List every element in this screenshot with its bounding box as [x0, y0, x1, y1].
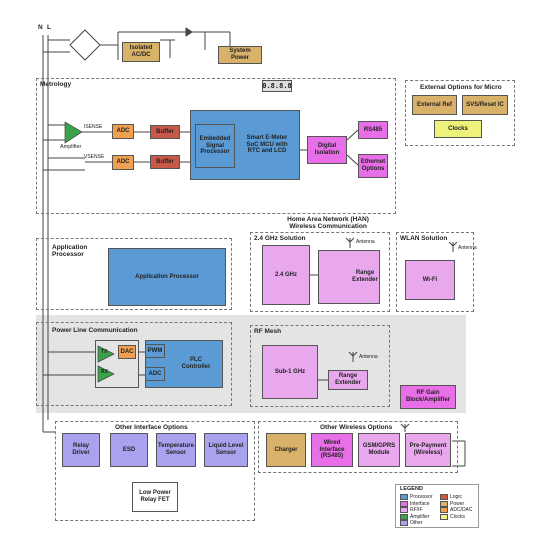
adc-block-1: ADC	[112, 124, 134, 139]
plc-adc-block: ADC	[145, 367, 165, 381]
plc-band	[36, 315, 466, 413]
neutral-label: N	[38, 24, 43, 31]
pwm-block: PWM	[145, 344, 165, 358]
rfmesh-section	[250, 325, 390, 407]
legend-swatch	[440, 494, 448, 500]
legend-label: Processor	[410, 494, 433, 500]
wifi-block: Wi-Fi	[405, 260, 455, 300]
legend-label: Power	[450, 500, 465, 507]
wlan-title: WLAN Solution	[400, 235, 448, 242]
buffer-block-1: Buffer	[150, 125, 180, 139]
adc-block-2: ADC	[112, 155, 134, 170]
plc-amp-group	[95, 340, 139, 388]
legend-item-logic: Logic	[440, 494, 462, 500]
gsm-gprs-module-block: GSM/GPRS Module	[358, 433, 400, 467]
legend-item-power: Power	[440, 500, 465, 507]
plc-controller-label: PLC Controller	[181, 357, 211, 370]
application-processor-block: Application Processor	[108, 248, 226, 306]
line-label: L	[47, 24, 51, 31]
tx-label: TX	[101, 349, 108, 355]
embedded-signal-processor-block: Embedded Signal Processor	[195, 124, 235, 168]
rfmesh-antenna-label: Antenna	[359, 354, 378, 360]
temperature-sensor-block: Temperature Sensor	[156, 433, 196, 467]
other-interface-title: Other Interface Options	[115, 424, 188, 431]
pre-payment-block: Pre-Payment (Wireless)	[405, 433, 451, 467]
digital-isolation-block: Digital Isolation	[307, 136, 347, 164]
han-title: Home Area Network (HAN) Wireless Communi…	[287, 216, 369, 231]
ghz24-section	[250, 232, 390, 312]
legend-swatch	[400, 494, 408, 500]
plc-title: Power Line Communication	[52, 327, 138, 334]
ghz24-title: 2.4 GHz Solution	[254, 235, 306, 242]
clocks-block: Clocks	[434, 120, 482, 138]
ghz24-antenna-label: Antenna	[356, 239, 375, 245]
low-power-relay-fet-block: Low Power Relay FET	[132, 482, 178, 512]
plc-section	[36, 322, 232, 406]
wlan-antenna-label: Antenna	[458, 245, 477, 251]
other-wireless-title: Other Wireless Options	[320, 424, 393, 431]
legend-swatch	[400, 500, 408, 507]
legend-label: Logic	[450, 494, 462, 500]
plc-dac-block: DAC	[118, 345, 136, 359]
legend-swatch	[400, 507, 408, 513]
amplifier-triangle	[64, 121, 83, 144]
legend-item-amplifier: Amplifier	[400, 513, 430, 520]
legend-label: Clocks	[450, 513, 466, 520]
metrology-title: Metrology	[40, 81, 72, 88]
legend-swatch	[400, 520, 408, 526]
legend-item-other: Other	[400, 520, 423, 526]
other-wireless-section	[258, 421, 458, 473]
vsense-label: VSENSE	[84, 154, 105, 160]
legend-item-clocks: Clocks	[440, 513, 466, 520]
rx-label: RX	[101, 369, 108, 375]
other-interface-section	[55, 421, 255, 521]
ethernet-options-block: Ethernet Options	[358, 154, 388, 178]
legend-label: Amplifier	[410, 513, 430, 520]
mcu-label: Smart E-Meter SoC MCU with RTC and LCD	[246, 134, 288, 155]
legend-box	[395, 484, 479, 528]
external-options-title: External Options for Micro	[420, 84, 502, 91]
legend-swatch	[440, 500, 448, 507]
ghz24-range-label: Range Extender	[352, 270, 378, 283]
legend-label: RF/IF	[410, 507, 423, 513]
legend-swatch	[400, 513, 408, 520]
legend-item-processor: Processor	[400, 494, 433, 500]
ghz24-range-extender-block: Range Extender	[318, 250, 380, 304]
external-options-section	[405, 80, 515, 146]
sub1ghz-block: Sub-1 GHz	[262, 345, 318, 399]
isolated-acdc-block: Isolated AC/DC	[122, 42, 160, 62]
lcd-display: 0.8.8.8	[262, 80, 292, 92]
rf-gain-block: RF Gain Block/Amplifier	[400, 385, 456, 409]
wired-interface-rs485-block: Wired Interface (RS485)	[311, 433, 353, 467]
legend-label: Interface	[410, 500, 430, 507]
rs485-block: RS485	[358, 121, 388, 139]
external-ref-block: External Ref	[412, 95, 457, 115]
legend-swatch	[440, 507, 448, 513]
charger-block: Charger	[266, 433, 306, 467]
rfmesh-title: RF Mesh	[254, 328, 282, 335]
wlan-section	[396, 232, 474, 312]
system-power-block: System Power	[218, 46, 262, 64]
legend-item-adc-dac: ADC/DAC	[440, 507, 473, 513]
svs-reset-block: SVS/Reset IC	[462, 95, 508, 115]
ghz24-chip-block: 2.4 GHz	[262, 245, 310, 305]
legend-item-rf-if: RF/IF	[400, 507, 423, 513]
legend-label: ADC/DAC	[450, 507, 473, 513]
legend-label: Other	[410, 520, 423, 526]
legend-item-interface: Interface	[400, 500, 430, 507]
liquid-level-sensor-block: Liquid Level Sensor	[204, 433, 248, 467]
app-processor-section	[36, 238, 232, 310]
esd-block: ESD	[110, 433, 148, 467]
legend-swatch	[440, 513, 448, 520]
legend-title: LEGEND	[400, 486, 423, 492]
rx-amplifier-triangle	[97, 365, 115, 383]
tx-amplifier-triangle	[97, 345, 115, 363]
isense-label: ISENSE	[84, 124, 103, 130]
rfmesh-range-extender-block: Range Extender	[328, 370, 368, 390]
app-processor-title: Application Processor	[52, 244, 88, 259]
amplifier-label: Amplifier	[60, 144, 82, 150]
metrology-section	[36, 78, 396, 214]
buffer-block-2: Buffer	[150, 155, 180, 169]
relay-driver-block: Relay Driver	[62, 433, 100, 467]
